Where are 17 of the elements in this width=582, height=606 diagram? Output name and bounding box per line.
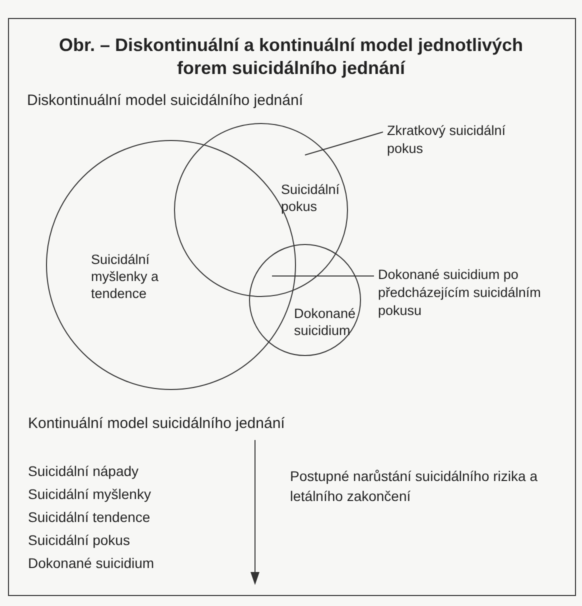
title: Obr. – Diskontinuální a kontinuální model jednotlivých forem suicidálního jednání xyxy=(58,34,524,80)
circle-label: Dokonané suicidium xyxy=(294,305,356,339)
list-item: Suicidální myšlenky xyxy=(28,486,151,502)
callout-text: Zkratkový suicidální pokus xyxy=(387,122,537,158)
circle xyxy=(249,244,361,356)
list-item: Suicidální tendence xyxy=(28,509,150,525)
list-item: Suicidální nápady xyxy=(28,463,139,479)
description-text: Postupné narůstání suicidálního rizika a letálního zakončení xyxy=(290,467,538,506)
leader-line xyxy=(304,132,384,156)
circle xyxy=(174,123,348,297)
section-heading: Kontinuální model suicidálního jednání xyxy=(28,415,285,432)
section-heading: Diskontinuální model suicidálního jednání xyxy=(27,92,304,109)
circle-label: Suicidální pokus xyxy=(281,181,341,215)
list-item: Dokonané suicidium xyxy=(28,555,154,571)
callout-text: Dokonané suicidium po předcházejícím suicidálním pokusu xyxy=(378,266,563,320)
list-item: Suicidální pokus xyxy=(28,532,130,548)
circle-label: Suicidální myšlenky a tendence xyxy=(91,251,160,302)
